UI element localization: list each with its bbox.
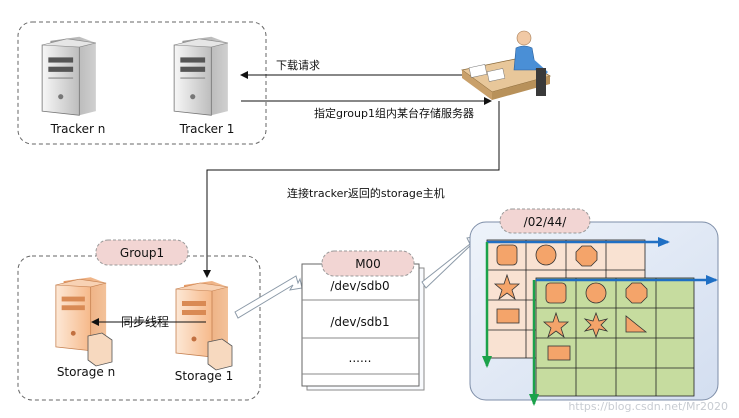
sync-thread-label: 同步线程 xyxy=(121,314,169,329)
dir-badge: /02/44/ xyxy=(499,208,591,234)
download-request-label: 下载请求 xyxy=(276,59,320,72)
triangle-icon xyxy=(625,315,648,333)
circle-icon xyxy=(585,282,607,304)
tracker-cluster-box xyxy=(17,21,267,145)
storage-to-m00-connector xyxy=(234,275,303,319)
m00-row-more: ...... xyxy=(349,351,372,365)
assign-storage-label: 指定group1组内某台存储服务器 xyxy=(314,106,474,120)
group1-badge: Group1 xyxy=(95,239,189,266)
storage-1-server[interactable]: Storage 1 xyxy=(175,280,233,383)
tracker-n-label: Tracker n xyxy=(50,122,106,136)
file-icon xyxy=(207,338,233,371)
rectangle-icon xyxy=(547,345,571,361)
client-user[interactable] xyxy=(461,30,552,100)
circle-icon xyxy=(535,244,557,266)
m00-volume[interactable]: M00 /dev/sdb0 /dev/sdb1 ...... xyxy=(301,250,425,391)
m00-row-sdb0: /dev/sdb0 xyxy=(330,279,389,293)
m00-badge: M00 xyxy=(321,250,415,277)
tracker-1-label: Tracker 1 xyxy=(179,122,235,136)
server-icon xyxy=(41,36,97,116)
file-icon xyxy=(87,332,113,367)
storage-1-label: Storage 1 xyxy=(175,369,233,383)
octagon-icon xyxy=(545,282,567,304)
m00-row-sdb1: /dev/sdb1 xyxy=(330,315,389,329)
connect-storage-label: 连接tracker返回的storage主机 xyxy=(287,186,445,200)
octagon-icon xyxy=(625,282,648,304)
dir-badge-label: /02/44/ xyxy=(524,215,568,229)
rectangle-icon xyxy=(496,308,520,324)
server-icon xyxy=(173,36,229,116)
star-icon xyxy=(493,273,521,301)
dir-panel[interactable]: /02/44/ xyxy=(469,208,719,406)
m00-badge-label: M00 xyxy=(355,257,381,271)
storage-n-server[interactable]: Storage n xyxy=(55,276,115,379)
storage-n-label: Storage n xyxy=(57,365,115,379)
tracker-n-server[interactable]: Tracker n xyxy=(41,36,106,136)
tracker-1-server[interactable]: Tracker 1 xyxy=(173,36,235,136)
star-icon xyxy=(542,311,570,339)
group1-badge-label: Group1 xyxy=(120,246,164,260)
dir-grid-front xyxy=(535,277,695,397)
octagon-icon xyxy=(575,245,598,267)
star-icon xyxy=(583,311,609,339)
octagon-icon xyxy=(496,244,518,266)
user-at-desk-icon xyxy=(461,30,552,100)
watermark: https://blog.csdn.net/Mr2020 xyxy=(568,400,728,413)
connect-storage-arrow xyxy=(203,101,500,278)
